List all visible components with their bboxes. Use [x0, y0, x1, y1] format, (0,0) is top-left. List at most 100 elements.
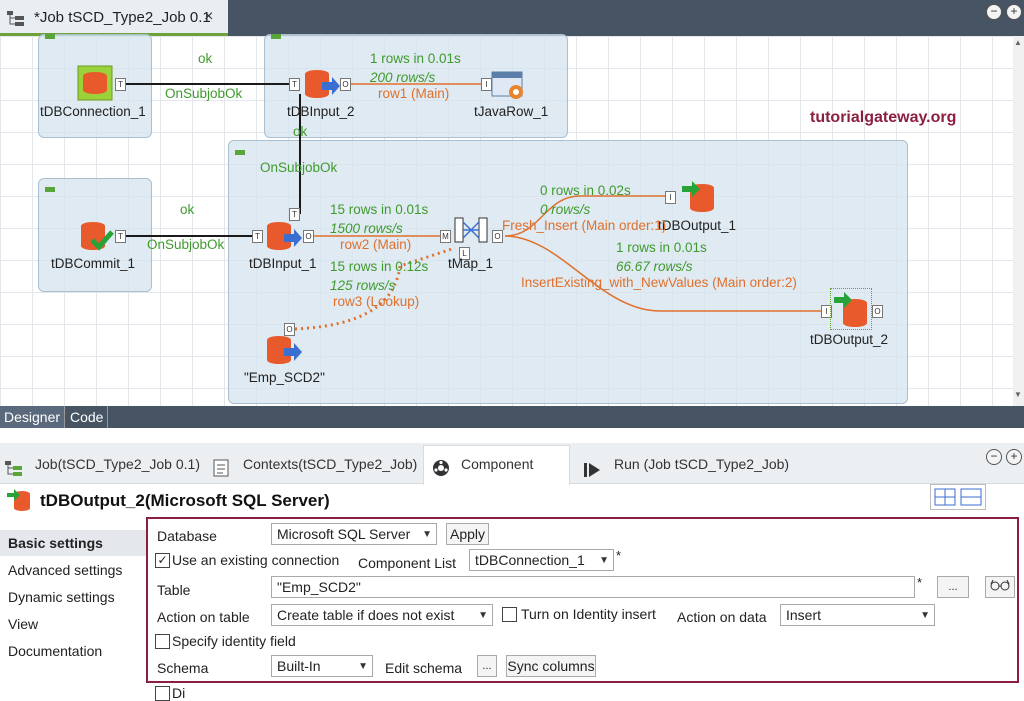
link-ok-vertical[interactable]: ok: [293, 124, 308, 139]
port-input2-trigger[interactable]: T: [289, 78, 300, 91]
port-output2-in[interactable]: I: [821, 305, 832, 318]
job-design-canvas[interactable]: T tDBConnection_1 T O tDBInput_2 I tJava…: [0, 34, 1013, 406]
grid-view-icon[interactable]: [934, 488, 956, 509]
existing-stats: 1 rows in 0.01s: [616, 240, 707, 255]
designer-code-bar: [0, 406, 1024, 428]
use-existing-checkbox[interactable]: ✓: [155, 553, 170, 568]
maximize-panel-button[interactable]: +: [1006, 449, 1022, 465]
row1-stats: 1 rows in 0.01s: [370, 51, 461, 66]
tdbcommit-icon[interactable]: [78, 220, 118, 259]
minimize-panel-button[interactable]: −: [986, 449, 1002, 465]
port-tmap-lookup[interactable]: L: [459, 247, 470, 260]
tdboutput2-icon[interactable]: [830, 288, 872, 330]
code-tab[interactable]: Code: [66, 406, 109, 428]
emp-scd2-icon[interactable]: [264, 334, 304, 373]
port-trigger-connection[interactable]: T: [115, 78, 126, 91]
glasses-icon: [989, 579, 1011, 595]
cut-off-checkbox[interactable]: [155, 686, 170, 701]
tmap-icon[interactable]: [454, 216, 490, 249]
fresh-insert-name[interactable]: Fresh_Insert (Main order:1): [502, 218, 667, 233]
port-output2-out[interactable]: O: [872, 305, 883, 318]
action-on-table-value: Create table if does not exist: [277, 607, 455, 623]
cut-off-label: Di: [172, 685, 186, 701]
nav-basic-settings[interactable]: Basic settings: [0, 530, 146, 556]
chevron-down-icon: ▼: [478, 610, 488, 621]
close-tab-icon[interactable]: ×: [204, 8, 214, 25]
sync-columns-button[interactable]: Sync columns: [506, 655, 596, 677]
link-onsubjobok-left[interactable]: OnSubjobOk: [147, 237, 225, 252]
link-onsubjobok-top[interactable]: OnSubjobOk: [165, 86, 243, 101]
nav-view[interactable]: View: [8, 616, 39, 632]
tab-job-label: Job(tSCD_Type2_Job 0.1): [35, 456, 200, 472]
tab-run-label: Run (Job tSCD_Type2_Job): [614, 456, 790, 472]
canvas-scrollbar[interactable]: ▲ ▼: [1013, 36, 1024, 406]
edit-schema-label: Edit schema: [385, 660, 463, 676]
tdbinput1-icon[interactable]: [264, 220, 304, 259]
database-select[interactable]: Microsoft SQL Server▼: [271, 523, 437, 545]
row3-stats: 15 rows in 0.12s: [330, 259, 429, 274]
tab-component[interactable]: Component: [431, 447, 533, 481]
port-tmap-main[interactable]: M: [440, 230, 451, 243]
table-browse-button[interactable]: ...: [937, 576, 969, 598]
maximize-editor-button[interactable]: +: [1006, 4, 1022, 20]
schema-select[interactable]: Built-In▼: [271, 655, 373, 677]
use-existing-label: Use an existing connection: [172, 552, 340, 568]
identity-insert-checkbox[interactable]: [502, 607, 517, 622]
action-on-table-select[interactable]: Create table if does not exist ▼: [271, 604, 493, 626]
scroll-up-icon[interactable]: ▲: [1014, 38, 1022, 47]
fresh-rate: 0 rows/s: [540, 202, 591, 217]
port-input1-out[interactable]: O: [303, 230, 314, 243]
scroll-down-icon[interactable]: ▼: [1014, 390, 1022, 399]
port-input1-top[interactable]: T: [289, 208, 300, 221]
tdbinput2-label: tDBInput_2: [287, 104, 355, 119]
component-list-select[interactable]: tDBConnection_1▼: [469, 549, 614, 571]
insert-existing-name[interactable]: InsertExisting_with_NewValues (Main orde…: [521, 275, 797, 290]
database-label: Database: [157, 528, 217, 544]
edit-schema-button[interactable]: ...: [477, 655, 497, 677]
specify-identity-checkbox[interactable]: [155, 634, 170, 649]
row3-name[interactable]: row3 (Lookup): [333, 294, 420, 309]
run-icon: [583, 456, 601, 490]
port-output1-in[interactable]: I: [665, 191, 676, 204]
subjob-main[interactable]: [228, 140, 908, 404]
tab-job[interactable]: Job(tSCD_Type2_Job 0.1): [4, 447, 200, 481]
apply-button[interactable]: Apply: [446, 523, 489, 545]
tdbconnection-label: tDBConnection_1: [40, 104, 146, 119]
link-ok-top[interactable]: ok: [198, 51, 213, 66]
row1-name[interactable]: row1 (Main): [378, 86, 450, 101]
table-input[interactable]: "Emp_SCD2": [271, 576, 915, 598]
link-onsubjobok-mid[interactable]: OnSubjobOk: [260, 160, 338, 175]
tdbcommit-label: tDBCommit_1: [51, 256, 136, 271]
job-tab-title: *Job tSCD_Type2_Job 0.1: [34, 9, 211, 26]
chevron-down-icon: ▼: [422, 529, 432, 540]
view-toggle[interactable]: [930, 484, 986, 510]
link-ok-left[interactable]: ok: [180, 202, 195, 217]
row2-stats: 15 rows in 0.01s: [330, 202, 429, 217]
port-commit-trigger[interactable]: T: [115, 230, 126, 243]
table-guess-button[interactable]: [985, 576, 1015, 598]
tdbinput2-icon[interactable]: [302, 68, 342, 107]
row3-rate: 125 rows/s: [330, 278, 396, 293]
row1-rate: 200 rows/s: [370, 70, 436, 85]
tab-contexts[interactable]: Contexts(tSCD_Type2_Job): [212, 447, 417, 481]
tab-run[interactable]: Run (Job tSCD_Type2_Job): [583, 447, 789, 481]
nav-advanced-settings[interactable]: Advanced settings: [8, 562, 123, 578]
action-on-data-select[interactable]: Insert▼: [780, 604, 935, 626]
tdboutput-small-icon: [6, 488, 34, 515]
job-editor-tab[interactable]: *Job tSCD_Type2_Job 0.1 ×: [0, 0, 228, 36]
nav-documentation[interactable]: Documentation: [8, 643, 103, 659]
port-input2-out[interactable]: O: [340, 78, 351, 91]
minimize-editor-button[interactable]: −: [986, 4, 1002, 20]
row2-name[interactable]: row2 (Main): [340, 237, 412, 252]
job-icon: [6, 9, 26, 30]
designer-tab[interactable]: Designer: [0, 406, 66, 428]
tdbconnection-icon[interactable]: [76, 64, 116, 107]
port-tmap-out[interactable]: O: [492, 230, 503, 243]
tjavarow-icon[interactable]: [490, 68, 530, 107]
port-emp-out[interactable]: O: [284, 323, 295, 336]
tdboutput1-icon[interactable]: [680, 178, 720, 217]
port-input1-trigger[interactable]: T: [252, 230, 263, 243]
nav-dynamic-settings[interactable]: Dynamic settings: [8, 589, 115, 605]
list-view-icon[interactable]: [960, 488, 982, 509]
action-on-data-value: Insert: [786, 607, 822, 623]
